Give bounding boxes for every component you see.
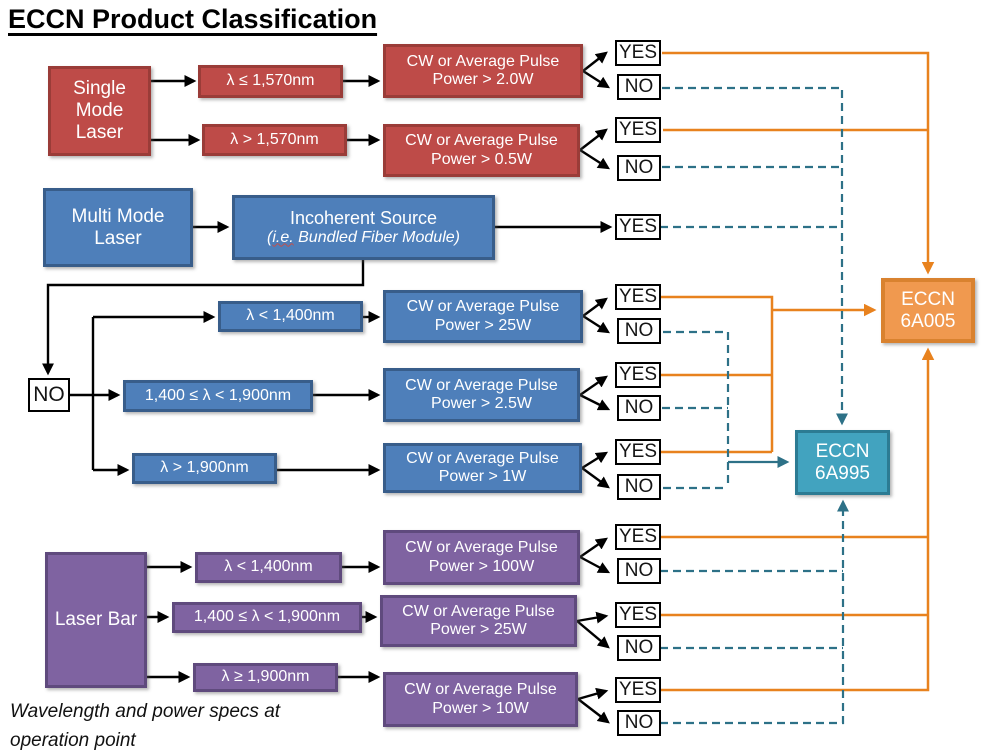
footnote: Wavelength and power specs at operation …: [10, 701, 281, 750]
power-gt-10w-node: CW or Average Pulse Power > 10W: [383, 672, 578, 727]
power-gt-10w-label: CW or Average Pulse Power > 10W: [404, 681, 557, 717]
eccn-6a005-node: ECCN 6A005: [881, 278, 975, 343]
yes-node-multimode: YES: [615, 214, 661, 240]
incoherent-source-node: Incoherent Source (i.e. Bundled Fiber Mo…: [232, 195, 495, 260]
eccn-6a995-node: ECCN 6A995: [795, 430, 890, 495]
yes-node-blue-3: YES: [615, 439, 661, 465]
multi-mode-laser-label: Multi Mode Laser: [71, 205, 165, 249]
no-node-red-2: NO: [617, 155, 661, 181]
incoherent-source-subtitle: (i.e. Bundled Fiber Module): [267, 229, 460, 247]
blue-wavelength-lt-1400-node: λ < 1,400nm: [218, 301, 363, 332]
single-mode-laser-label: Single Mode Laser: [73, 78, 126, 143]
yes-connectors-orange: [660, 51, 935, 692]
no-connectors-teal: [660, 86, 850, 725]
power-gt-1w-node: CW or Average Pulse Power > 1W: [383, 443, 582, 493]
laser-bar-label: Laser Bar: [54, 609, 138, 631]
yes-node-purple-1: YES: [615, 524, 661, 550]
no-node-blue-2: NO: [617, 395, 661, 421]
blue-wavelength-lt-1400-label: λ < 1,400nm: [246, 307, 335, 325]
laser-bar-node: Laser Bar: [45, 552, 147, 688]
purple-wavelength-lt-1400-node: λ < 1,400nm: [195, 552, 342, 583]
subtitle-rest: Bundled Fiber Module): [293, 228, 460, 246]
yes-node-blue-1: YES: [615, 284, 661, 310]
no-node-purple-3: NO: [617, 710, 661, 736]
purple-wavelength-1400-1900-label: 1,400 ≤ λ < 1,900nm: [193, 608, 341, 626]
no-node-purple-2: NO: [617, 635, 661, 661]
power-gt-25w-node: CW or Average Pulse Power > 25W: [383, 290, 583, 343]
power-gt-1w-label: CW or Average Pulse Power > 1W: [406, 449, 559, 485]
no-node-purple-1: NO: [617, 558, 661, 584]
wavelength-le-1570-node: λ ≤ 1,570nm: [198, 65, 343, 98]
single-mode-laser-node: Single Mode Laser: [48, 66, 151, 156]
blue-wavelength-1400-1900-label: 1,400 ≤ λ < 1,900nm: [144, 386, 292, 404]
blue-wavelength-1400-1900-node: 1,400 ≤ λ < 1,900nm: [123, 380, 313, 412]
wavelength-gt-1570-label: λ > 1,570nm: [230, 130, 319, 148]
power-gt-2p5w-node: CW or Average Pulse Power > 2.5W: [383, 368, 580, 422]
yes-node-purple-2: YES: [615, 602, 661, 628]
eccn-6a995-label: ECCN 6A995: [815, 440, 870, 484]
purple-wavelength-lt-1400-label: λ < 1,400nm: [224, 558, 313, 576]
incoherent-source-title: Incoherent Source: [289, 207, 438, 228]
power-gt-25w-bar-node: CW or Average Pulse Power > 25W: [380, 595, 577, 647]
yes-node-red-2: YES: [615, 117, 661, 143]
power-gt-0p5w-label: CW or Average Pulse Power > 0.5W: [405, 132, 558, 168]
page-title: ECCN Product Classification: [8, 4, 378, 34]
yes-node-purple-3: YES: [615, 677, 661, 703]
power-gt-25w-bar-label: CW or Average Pulse Power > 25W: [402, 602, 555, 638]
power-gt-0p5w-node: CW or Average Pulse Power > 0.5W: [383, 124, 580, 177]
wavelength-le-1570-label: λ ≤ 1,570nm: [226, 72, 315, 90]
power-gt-2w-node: CW or Average Pulse Power > 2.0W: [383, 44, 583, 98]
eccn-6a005-label: ECCN 6A005: [900, 288, 956, 332]
no-node-blue-1: NO: [617, 318, 661, 344]
no-node-red-1: NO: [617, 74, 661, 100]
power-gt-100w-node: CW or Average Pulse Power > 100W: [383, 530, 580, 585]
wavelength-gt-1570-node: λ > 1,570nm: [202, 124, 347, 156]
subtitle-ie: i.e.: [272, 228, 294, 246]
yes-node-blue-2: YES: [615, 362, 661, 388]
power-gt-2p5w-label: CW or Average Pulse Power > 2.5W: [405, 376, 558, 412]
purple-wavelength-ge-1900-node: λ ≥ 1,900nm: [193, 663, 338, 692]
purple-wavelength-ge-1900-label: λ ≥ 1,900nm: [221, 668, 310, 686]
blue-wavelength-gt-1900-node: λ > 1,900nm: [132, 453, 277, 484]
power-gt-100w-label: CW or Average Pulse Power > 100W: [405, 539, 558, 575]
power-gt-2w-label: CW or Average Pulse Power > 2.0W: [406, 52, 560, 88]
power-gt-25w-label: CW or Average Pulse Power > 25W: [406, 298, 560, 334]
blue-wavelength-gt-1900-label: λ > 1,900nm: [160, 459, 249, 477]
multi-mode-laser-node: Multi Mode Laser: [43, 188, 193, 267]
no-gate-node: NO: [28, 378, 70, 412]
yes-node-red-1: YES: [615, 40, 661, 66]
purple-wavelength-1400-1900-node: 1,400 ≤ λ < 1,900nm: [172, 602, 362, 633]
subtitle-paren: (: [267, 228, 273, 246]
no-node-blue-3: NO: [617, 474, 661, 500]
